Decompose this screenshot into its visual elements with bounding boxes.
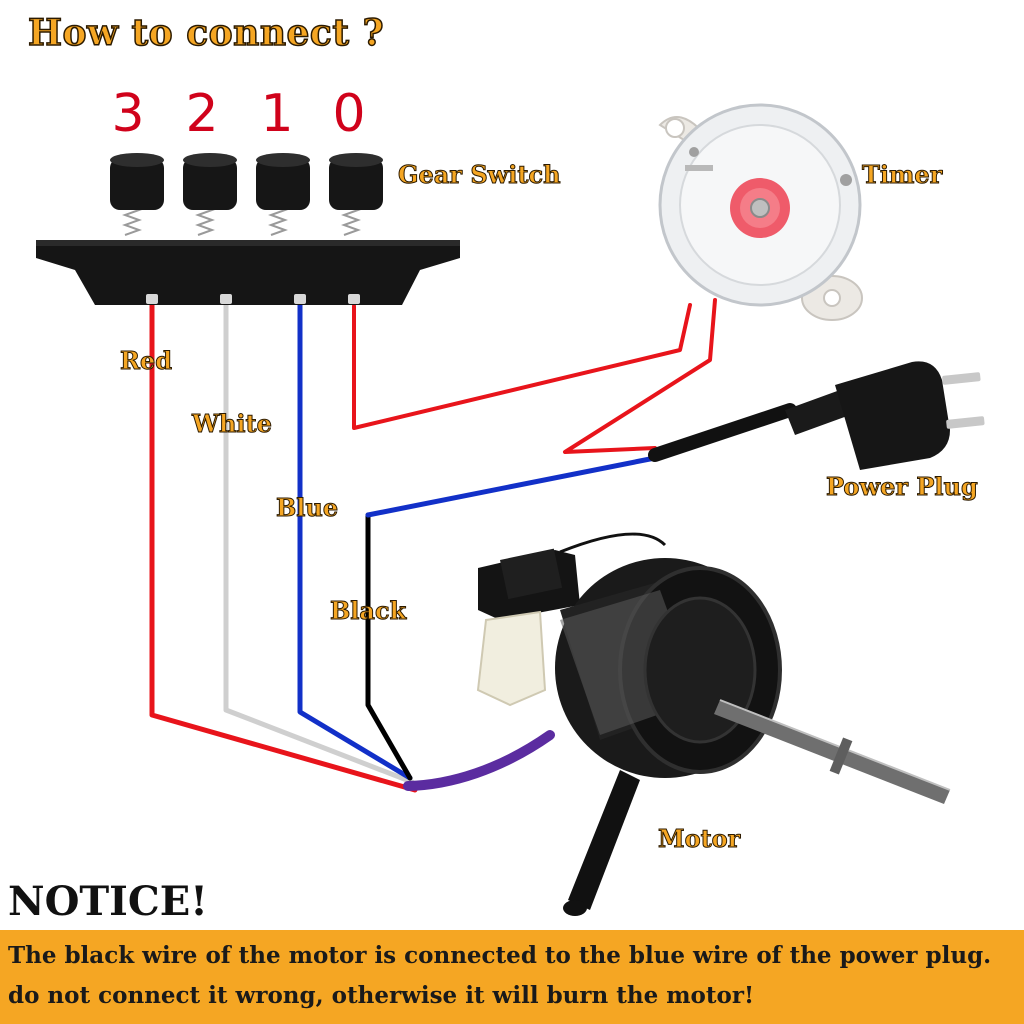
wire-label-blue: Blue bbox=[275, 493, 339, 523]
wire-label-red: Red bbox=[120, 346, 173, 376]
wire-timer-plug-red bbox=[563, 298, 717, 454]
gear-position-0: 0 bbox=[332, 84, 366, 144]
timer-icon bbox=[658, 103, 863, 321]
power-plug-icon bbox=[648, 361, 985, 470]
page-title: How to connect ? bbox=[27, 11, 385, 55]
gear-position-2: 2 bbox=[185, 84, 219, 144]
notice-line-2: do not connect it wrong, otherwise it wi… bbox=[8, 982, 755, 1009]
wire-switch-timer-red bbox=[352, 303, 692, 430]
wires bbox=[149, 297, 717, 793]
wire-white bbox=[223, 302, 415, 785]
gear-position-1: 1 bbox=[260, 84, 294, 144]
wire-black bbox=[365, 512, 413, 781]
power-plug-label: Power Plug bbox=[826, 472, 979, 502]
gear-position-3: 3 bbox=[111, 84, 145, 144]
wire-label-white: White bbox=[192, 409, 273, 439]
motor-wire-bundle bbox=[403, 730, 555, 791]
gear-switch-label: Gear Switch bbox=[398, 160, 562, 190]
wire-red bbox=[149, 297, 418, 793]
wire-label-black: Black bbox=[329, 596, 407, 626]
motor-icon bbox=[476, 532, 951, 916]
notice-title: NOTICE! bbox=[8, 878, 208, 925]
wire-blue bbox=[297, 302, 413, 781]
timer-label: Timer bbox=[861, 160, 943, 190]
gear-switch-icon bbox=[36, 153, 460, 305]
notice-box: The black wire of the motor is connected… bbox=[0, 930, 1024, 1024]
motor-label: Motor bbox=[657, 824, 741, 854]
wire-plug-blue bbox=[365, 455, 658, 518]
notice-line-1: The black wire of the motor is connected… bbox=[8, 942, 992, 969]
